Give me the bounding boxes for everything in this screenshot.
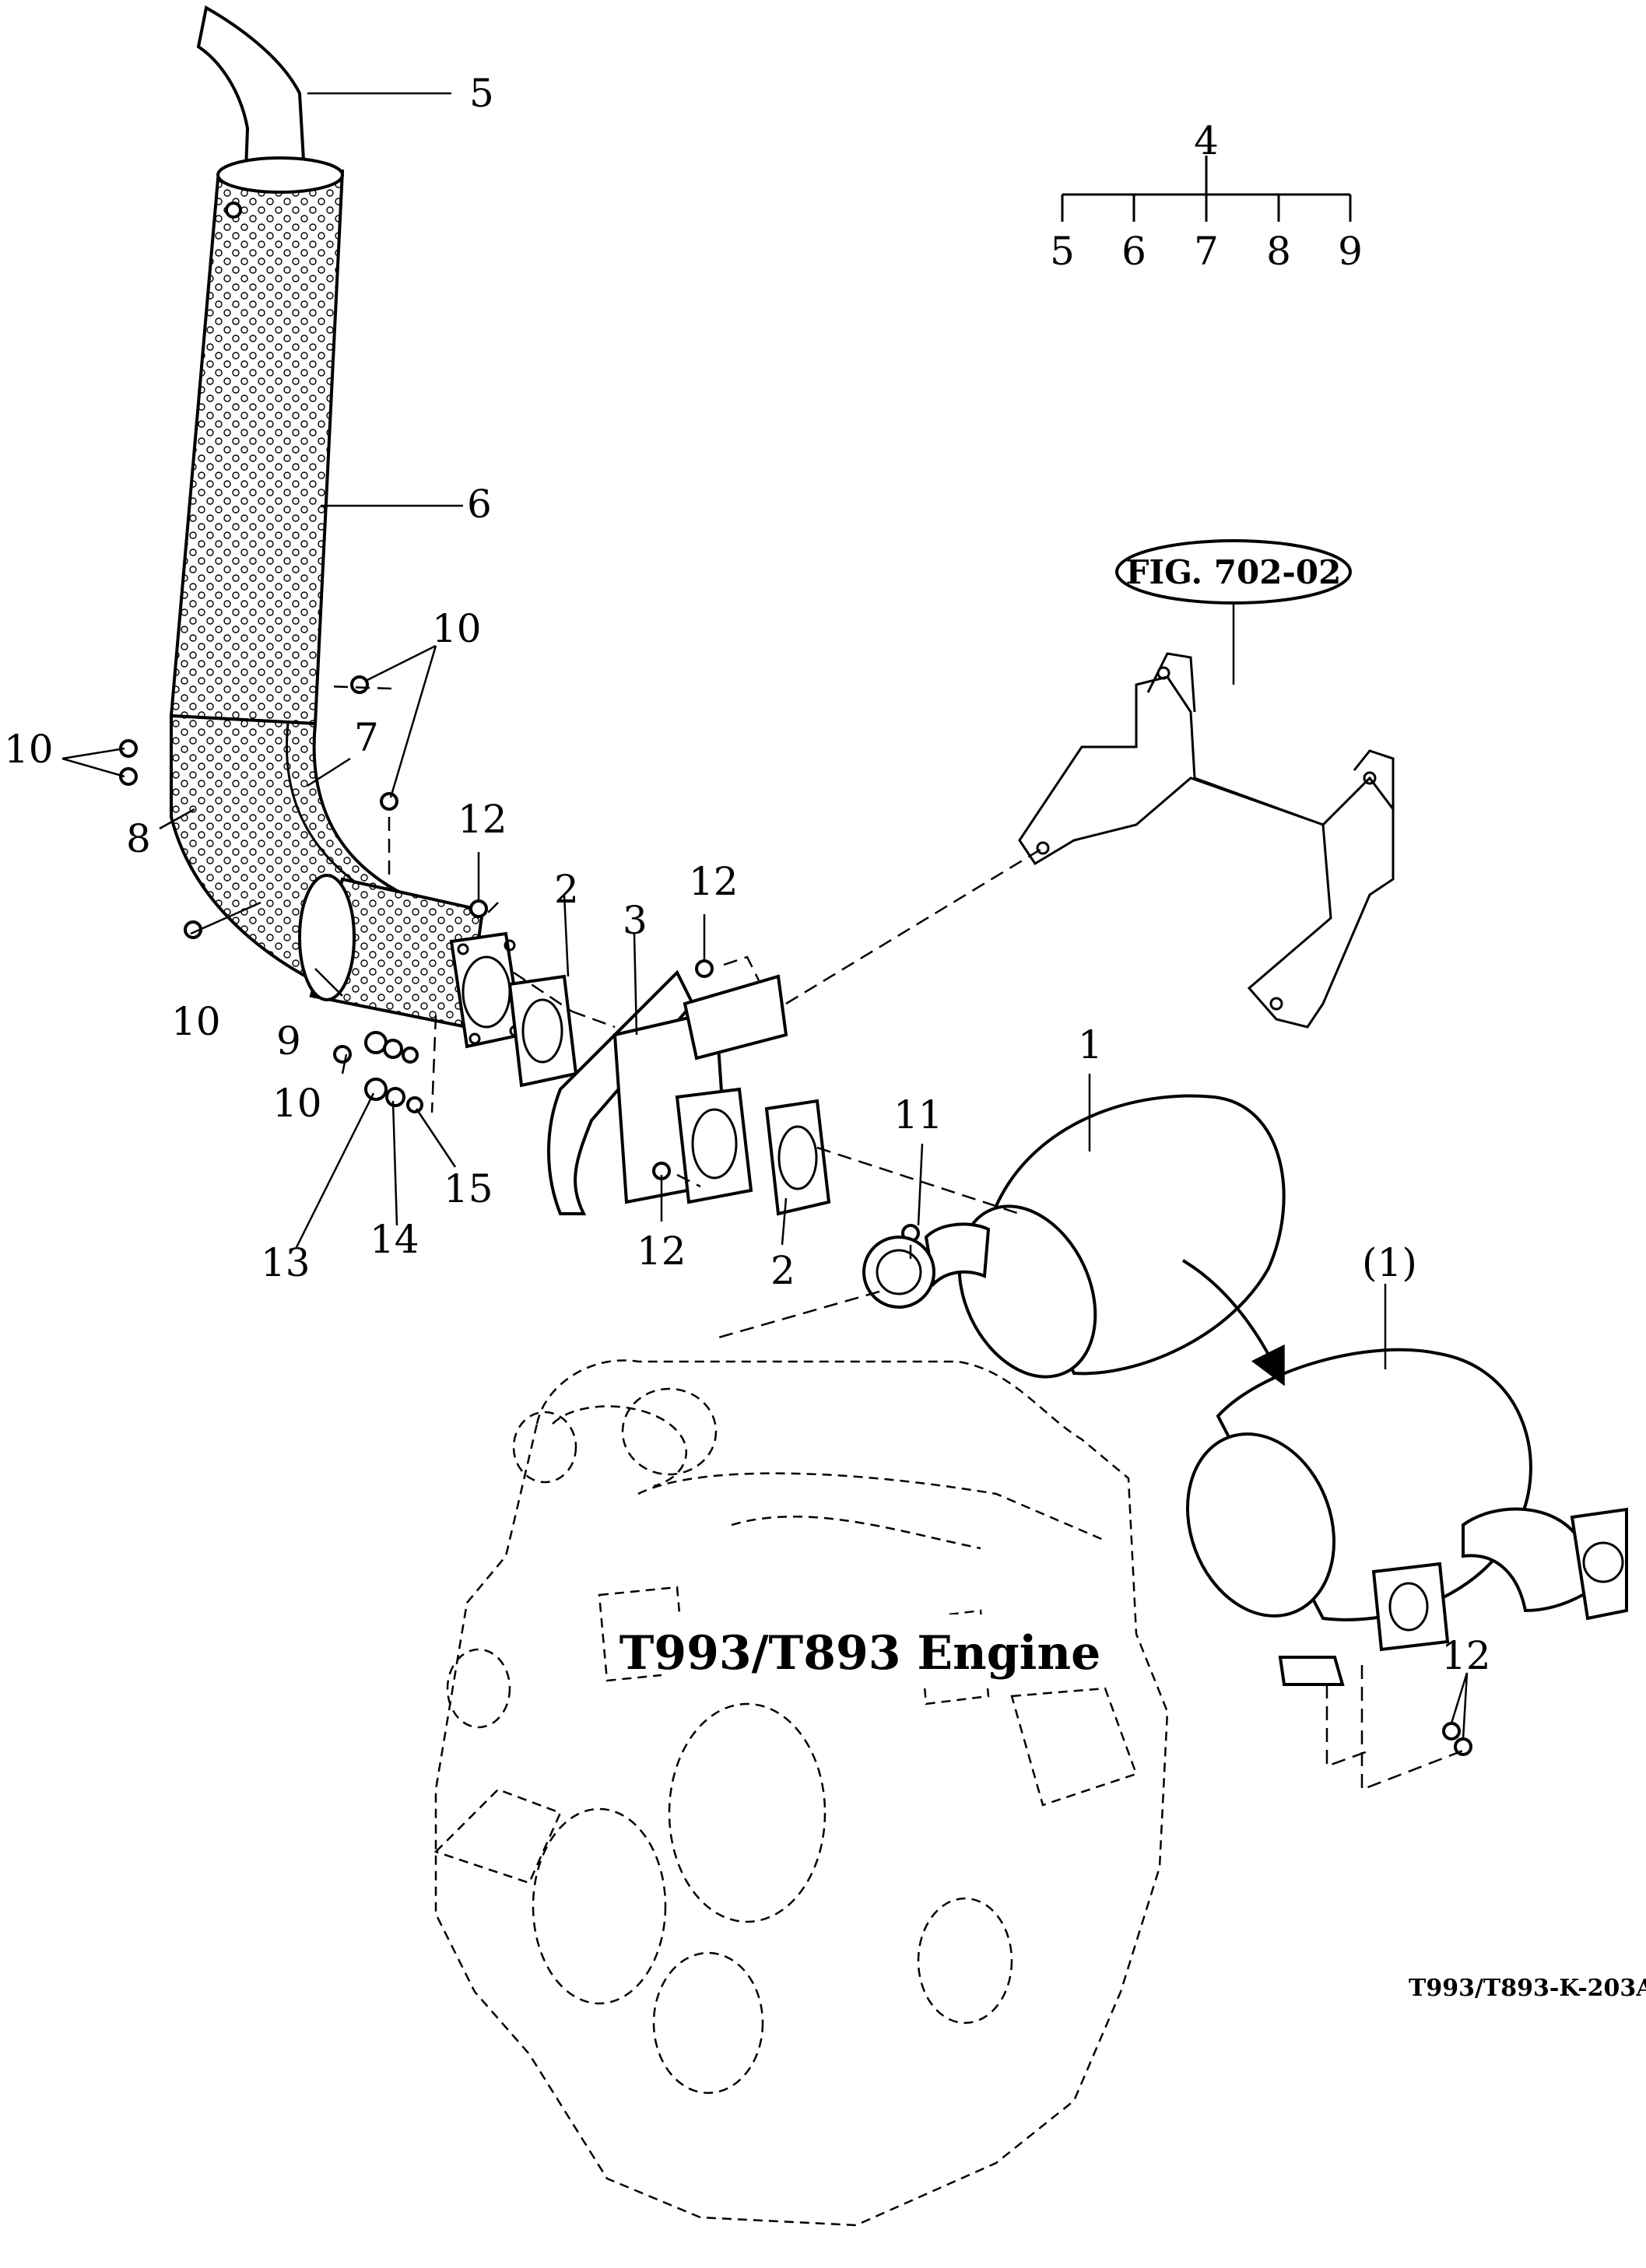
callout-9: 9 [276,1018,301,1064]
callout-2: 2 [770,1248,795,1293]
callout-10: 10 [272,1081,322,1126]
callout-12: 12 [689,859,739,904]
callout-11: 11 [893,1092,943,1138]
callout-14: 14 [370,1217,419,1262]
leader-lines [61,92,1469,1740]
callout-12: 12 [458,797,507,842]
tree-child-label: 9 [1338,229,1363,274]
callout-labels: 5 6 10 10 7 8 12 2 3 12 10 9 1 10 11 15 … [4,71,1491,1678]
callout-7: 7 [354,715,379,760]
callout-10: 10 [432,606,482,651]
callout-15: 15 [444,1166,493,1211]
callout-5: 5 [469,71,494,116]
callout-2: 2 [554,867,579,912]
callout-10: 10 [171,999,221,1044]
callout-1-alt: (1) [1362,1240,1417,1285]
tree-child-label: 5 [1050,229,1075,274]
swap-arrow [1181,1259,1285,1386]
engine-label-box: T993/T893 Engine [619,1614,1101,1688]
callout-8: 8 [126,816,151,861]
lower-heat-shield [298,874,485,1029]
adapter-pipe [547,969,788,1215]
drawing-number: T993/T893-K-203A [1409,1975,1646,2002]
callout-10: 10 [4,727,54,772]
gasket-lower [764,1099,831,1216]
engine-label: T993/T893 Engine [619,1626,1101,1681]
assembly-tree: 4 5 6 7 8 9 [1050,118,1363,274]
fig-reference: FIG. 702-02 [1115,539,1352,605]
engine-outline [433,1359,1169,2227]
nuts-washers [364,1031,423,1113]
tree-child-label: 8 [1266,229,1291,274]
frame-bracket [1018,652,1395,1029]
callout-6: 6 [467,482,492,527]
callout-12: 12 [637,1229,686,1274]
callout-12: 12 [1441,1633,1491,1678]
muffler [862,1094,1286,1379]
tree-child-label: 6 [1121,229,1146,274]
callout-3: 3 [623,898,648,943]
muffler-alt [1185,1348,1628,1686]
tree-parent-label: 4 [1194,118,1219,163]
fig-reference-label: FIG. 702-02 [1126,553,1342,591]
callout-13: 13 [261,1240,311,1285]
callout-1: 1 [1078,1022,1103,1067]
explode-lines [326,685,1464,1791]
upper-heat-shield [169,156,345,726]
tree-child-label: 7 [1194,229,1219,274]
